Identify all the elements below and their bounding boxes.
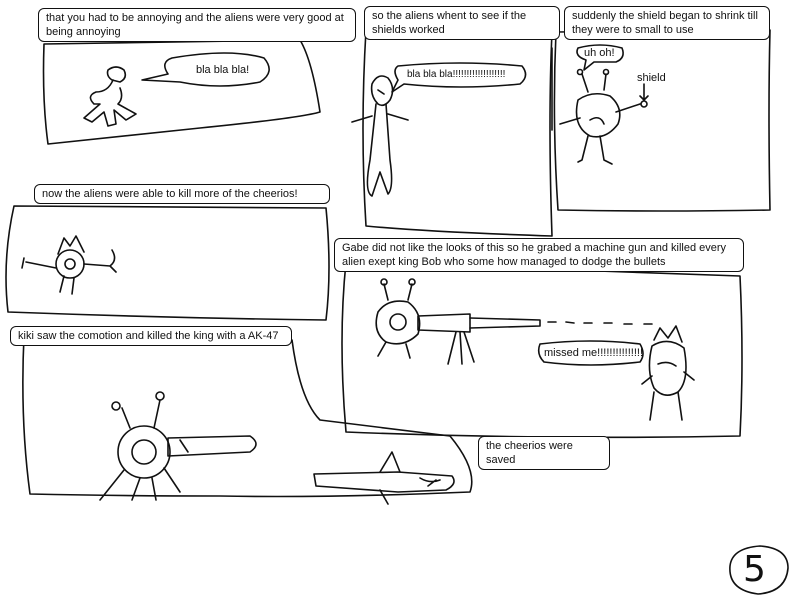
panel-3-speech-bubble xyxy=(576,44,624,71)
panel-1-creature xyxy=(83,66,137,127)
panel-2-speech-bubble xyxy=(391,62,527,93)
panel-3-border xyxy=(553,29,771,212)
panel-3-speech-text: uh oh! xyxy=(584,47,615,59)
panel-4-caption: now the aliens were able to kill more of… xyxy=(34,184,330,204)
panel-3-shield-small xyxy=(640,100,648,108)
panel-5-speech-bubble xyxy=(537,340,644,366)
panel-3-alien xyxy=(559,68,641,165)
panel-6-fallen-king xyxy=(313,451,455,505)
panel-1-speech-bubble xyxy=(141,52,270,87)
panel-5-border xyxy=(341,261,743,439)
panel-1-caption: that you had to be annoying and the alie… xyxy=(38,8,356,42)
panel-6-caption: kiki saw the comotion and killed the kin… xyxy=(10,326,292,346)
panel-2-caption: so the aliens whent to see if the shield… xyxy=(364,6,560,40)
panel-5-caption: Gabe did not like the looks of this so h… xyxy=(334,238,744,272)
page-number-circle xyxy=(729,545,789,595)
page-number: 5 xyxy=(743,549,766,590)
panel-6-ending-caption: the cheerios were saved xyxy=(478,436,610,470)
panel-1-speech-text: bla bla bla! xyxy=(196,64,250,76)
panel-2-alien xyxy=(351,75,409,197)
panel-3-caption: suddenly the shield began to shrink till… xyxy=(564,6,770,40)
panel-5-king-bob xyxy=(641,325,695,421)
panel-3-shield-label: shield xyxy=(637,72,666,84)
panel-4-alien xyxy=(21,235,117,295)
panel-5-speech-text: missed me!!!!!!!!!!!!!!! xyxy=(544,347,644,359)
panel-6-kiki xyxy=(99,391,257,501)
panel-1-border xyxy=(42,39,321,145)
panel-2-speech-text: bla bla bla!!!!!!!!!!!!!!!!!!! xyxy=(407,69,506,80)
panel-5-gunner xyxy=(375,278,653,365)
panel-4-border xyxy=(5,205,330,321)
panel-2-border xyxy=(362,29,553,237)
panel-3-shield-arrow xyxy=(639,83,649,101)
